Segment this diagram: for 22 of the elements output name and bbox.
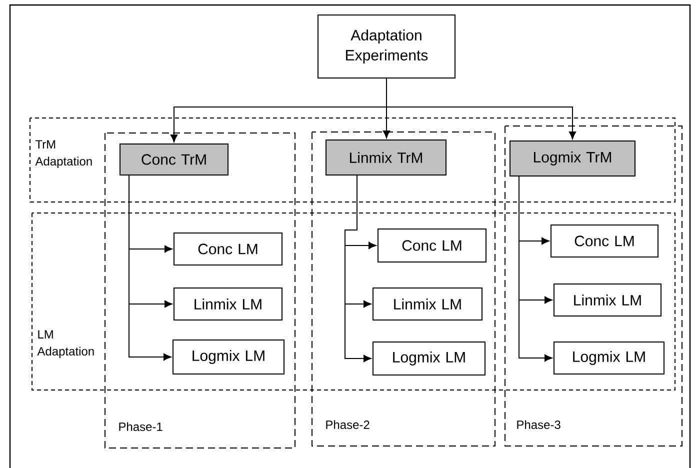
process-box: Linmix TrM — [326, 140, 446, 176]
process-box: Conc LM — [378, 228, 486, 262]
region-label: Phase-1 — [119, 422, 162, 431]
process-box: Conc LM — [550, 224, 658, 258]
region-label: TrM Adaptation — [35, 140, 92, 168]
arrow — [344, 175, 372, 362]
process-box: Logmix TrM — [510, 140, 636, 176]
process-box: Conc TrM — [120, 144, 228, 176]
process-box: Linmix LM — [174, 288, 282, 320]
region-label: LM Adaptation — [37, 330, 94, 358]
process-box: Logmix LM — [372, 342, 486, 376]
arrow — [518, 176, 552, 362]
process-box: Linmix LM — [554, 284, 662, 316]
process-box: Logmix LM — [172, 340, 284, 374]
process-box: Linmix LM — [372, 288, 482, 320]
process-box: Logmix LM — [554, 342, 664, 374]
process-box: Adaptation Experiments — [318, 14, 456, 78]
process-box: Conc LM — [174, 232, 282, 266]
arrow — [128, 175, 172, 361]
region-label: Phase-3 — [517, 420, 560, 429]
region-label: Phase-2 — [326, 420, 370, 429]
arrow — [386, 78, 576, 140]
